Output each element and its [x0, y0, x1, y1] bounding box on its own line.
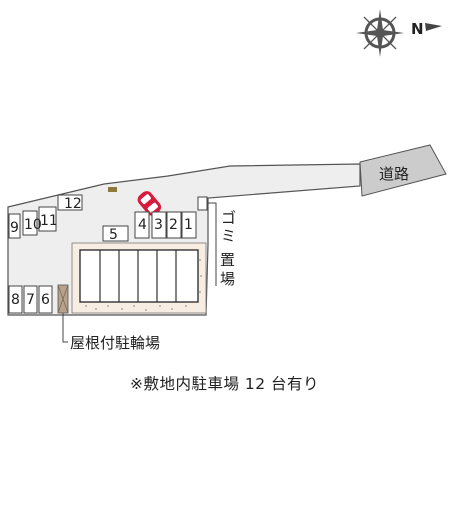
road [359, 144, 447, 197]
parking-number: 4 [138, 217, 147, 233]
parking-left-upper [8, 206, 57, 239]
building-units [99, 250, 177, 302]
parking-left-lower [8, 285, 53, 314]
parking-number: 9 [10, 220, 19, 236]
parking-slot [38, 285, 53, 314]
parking-number: 8 [11, 292, 20, 308]
parking-caption: ※敷地内駐車場 12 台有り [129, 375, 320, 393]
parking-slot [102, 225, 129, 242]
parking-number: 10 [24, 217, 42, 233]
parking-number: 3 [154, 217, 163, 233]
garbage-area [197, 196, 208, 211]
parking-number: 12 [64, 196, 82, 212]
compass-north-label: N [411, 20, 424, 38]
road-label: 道路 [379, 165, 409, 183]
garbage-label-char: ミ [221, 227, 236, 245]
garbage-label-char: 場 [220, 270, 235, 288]
parking-slot [38, 206, 57, 232]
parking-slot [57, 194, 83, 211]
parking-slot [134, 211, 150, 239]
small-marker [108, 187, 117, 192]
car-icon [137, 191, 162, 216]
parking-number: 2 [169, 217, 178, 233]
parking-slot [8, 285, 23, 314]
garbage-label-char: ゴ [221, 209, 236, 227]
parking-number: 5 [109, 227, 118, 243]
parking-slot [22, 210, 38, 236]
parking-number: 6 [41, 292, 50, 308]
bicycle-shed-label: 屋根付駐輪場 [70, 334, 160, 352]
parking-number: 11 [40, 213, 58, 229]
garbage-leader-line [207, 202, 217, 286]
dots [85, 259, 202, 311]
parking-slot [181, 211, 197, 239]
parking-slot [166, 211, 182, 239]
parking-number: 1 [184, 217, 193, 233]
building [79, 249, 199, 303]
parking-right-group [134, 211, 197, 239]
parking-slot [23, 285, 38, 314]
parking-number: 7 [26, 292, 35, 308]
parking-slot [151, 211, 167, 239]
parking-slot [8, 213, 21, 239]
bicycle-leader-line [62, 313, 68, 343]
garbage-label-char: 置 [220, 251, 235, 269]
compass-icon: N [356, 9, 442, 57]
